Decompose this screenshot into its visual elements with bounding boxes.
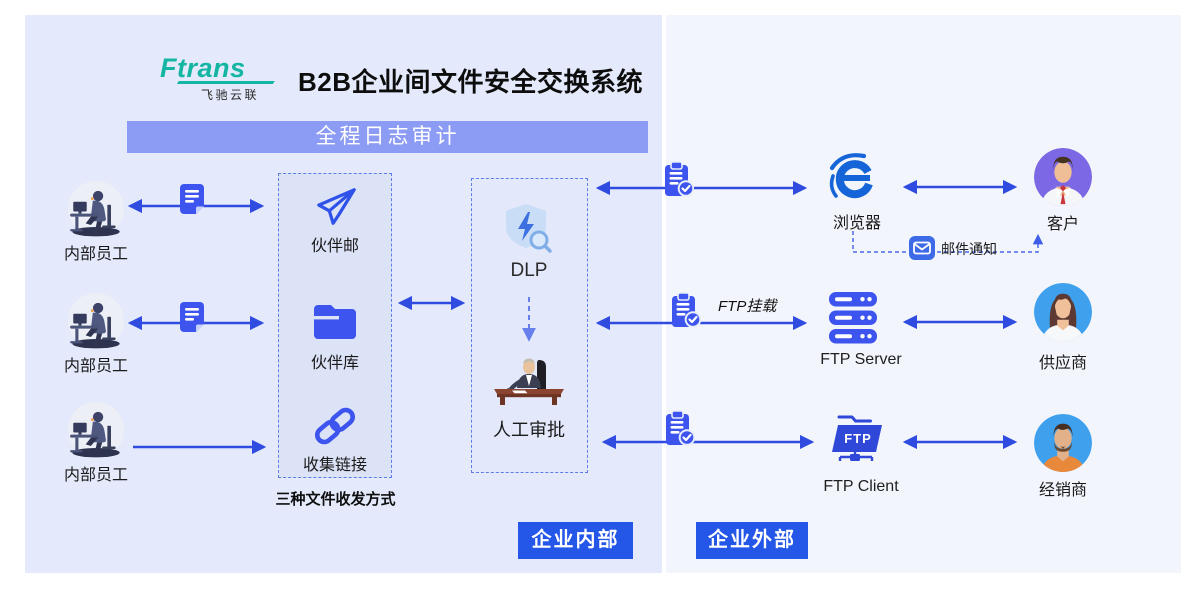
browser-label: 浏览器 <box>832 215 881 232</box>
employee-avatar-icon <box>65 401 127 463</box>
employee-avatar-icon <box>65 292 127 354</box>
email-icon <box>909 236 935 260</box>
email-notice-annotation: 邮件通知 <box>941 241 997 257</box>
collect-link-label: 收集链接 <box>302 457 367 474</box>
external-zone-panel <box>666 15 1181 573</box>
server-icon <box>828 291 878 345</box>
partner-mail-label: 伙伴邮 <box>310 238 359 255</box>
clipboard-check-icon <box>664 161 694 199</box>
folder-icon <box>314 303 356 339</box>
manual-approval-icon <box>489 355 569 405</box>
employee-avatar-icon <box>65 180 127 242</box>
external-zone-badge: 企业外部 <box>696 522 808 559</box>
ftrans-logo-text: Ftrans <box>160 53 246 83</box>
document-icon <box>180 302 204 332</box>
methods-caption: 三种文件收发方式 <box>275 491 396 508</box>
partner-library-label: 伙伴库 <box>310 355 359 372</box>
ie-browser-icon <box>828 151 880 205</box>
distributor-label: 经销商 <box>1038 482 1087 499</box>
ftp-folder-icon: FTP <box>830 408 884 466</box>
document-icon <box>180 184 204 214</box>
logo-subtitle: 飞驰云联 <box>200 87 259 102</box>
dlp-shield-icon <box>503 202 553 254</box>
paper-plane-icon <box>313 186 359 228</box>
employee-label: 内部员工 <box>63 246 128 263</box>
dlp-label: DLP <box>510 260 548 281</box>
clipboard-check-icon <box>671 292 701 330</box>
chain-link-icon <box>312 405 358 447</box>
ftp-folder-text: FTP <box>844 431 872 446</box>
manual-approval-label: 人工审批 <box>493 420 565 440</box>
ftp-client-label: FTP Client <box>823 478 899 495</box>
employee-label: 内部员工 <box>63 358 128 375</box>
distributor-avatar <box>1034 414 1092 472</box>
customer-label: 客户 <box>1046 216 1079 233</box>
audit-banner: 全程日志审计 <box>127 121 648 153</box>
supplier-label: 供应商 <box>1038 355 1087 372</box>
brand-logo: Ftrans 飞驰云联 <box>160 53 300 103</box>
clipboard-check-icon <box>665 410 695 448</box>
page-title: B2B企业间文件安全交换系统 <box>298 67 644 97</box>
logo-swoosh <box>177 81 275 84</box>
supplier-avatar <box>1034 283 1092 341</box>
customer-avatar <box>1034 148 1092 206</box>
employee-label: 内部员工 <box>63 467 128 484</box>
ftp-mount-annotation: FTP挂载 <box>718 298 777 315</box>
internal-zone-badge: 企业内部 <box>518 522 633 559</box>
ftp-server-label: FTP Server <box>820 351 902 368</box>
